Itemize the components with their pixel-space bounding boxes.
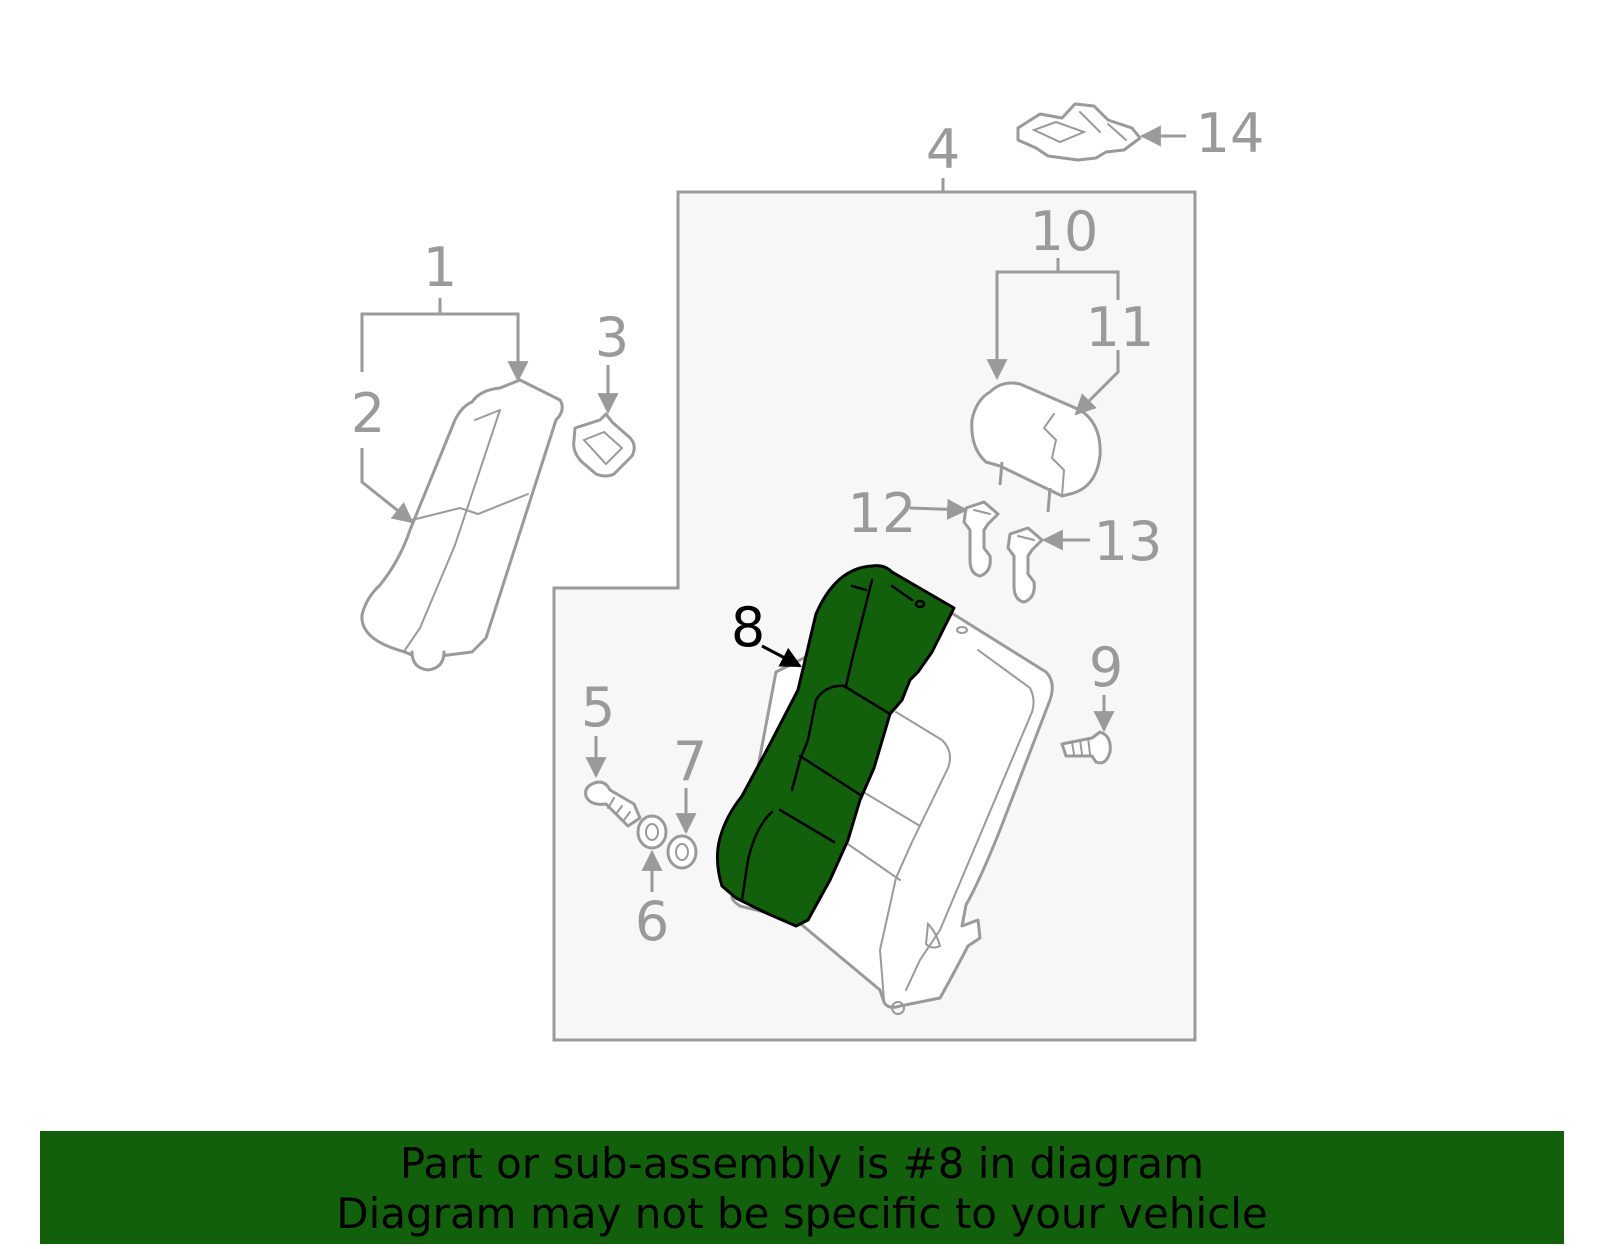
callout-6: 6 bbox=[635, 890, 669, 953]
part-8-highlighted bbox=[715, 564, 956, 928]
leader-12 bbox=[909, 498, 969, 520]
leader-11 bbox=[1074, 350, 1120, 416]
callout-13: 13 bbox=[1094, 510, 1163, 573]
info-banner: Part or sub-assembly is #8 in diagram Di… bbox=[40, 1131, 1564, 1244]
part-guide-13 bbox=[1006, 526, 1044, 604]
leader-2 bbox=[360, 448, 414, 524]
callout-11: 11 bbox=[1086, 296, 1155, 359]
callout-2: 2 bbox=[351, 382, 385, 445]
callout-7: 7 bbox=[673, 730, 707, 793]
callout-3: 3 bbox=[595, 306, 629, 369]
part-washer-7 bbox=[666, 834, 698, 870]
part-washer-6 bbox=[636, 814, 668, 850]
callout-14: 14 bbox=[1196, 102, 1265, 165]
callout-10: 10 bbox=[1030, 200, 1099, 263]
callout-8: 8 bbox=[731, 596, 765, 659]
callout-1: 1 bbox=[423, 236, 457, 299]
part-clip-3 bbox=[572, 412, 636, 478]
callout-4: 4 bbox=[926, 118, 960, 181]
callout-5: 5 bbox=[581, 676, 615, 739]
bracket-1 bbox=[360, 312, 529, 383]
part-screw-9 bbox=[1060, 730, 1112, 765]
banner-line-disclaimer: Diagram may not be specific to your vehi… bbox=[336, 1189, 1268, 1238]
part-bracket-14 bbox=[1016, 102, 1142, 162]
leader-8 bbox=[761, 644, 802, 668]
callout-9: 9 bbox=[1089, 636, 1123, 699]
part-side-bolster bbox=[360, 378, 564, 672]
part-bolt-5 bbox=[584, 780, 642, 828]
callout-12: 12 bbox=[848, 482, 917, 545]
part-headrest bbox=[970, 381, 1102, 513]
part-guide-12 bbox=[962, 500, 1000, 578]
banner-line-part: Part or sub-assembly is #8 in diagram bbox=[399, 1139, 1205, 1188]
